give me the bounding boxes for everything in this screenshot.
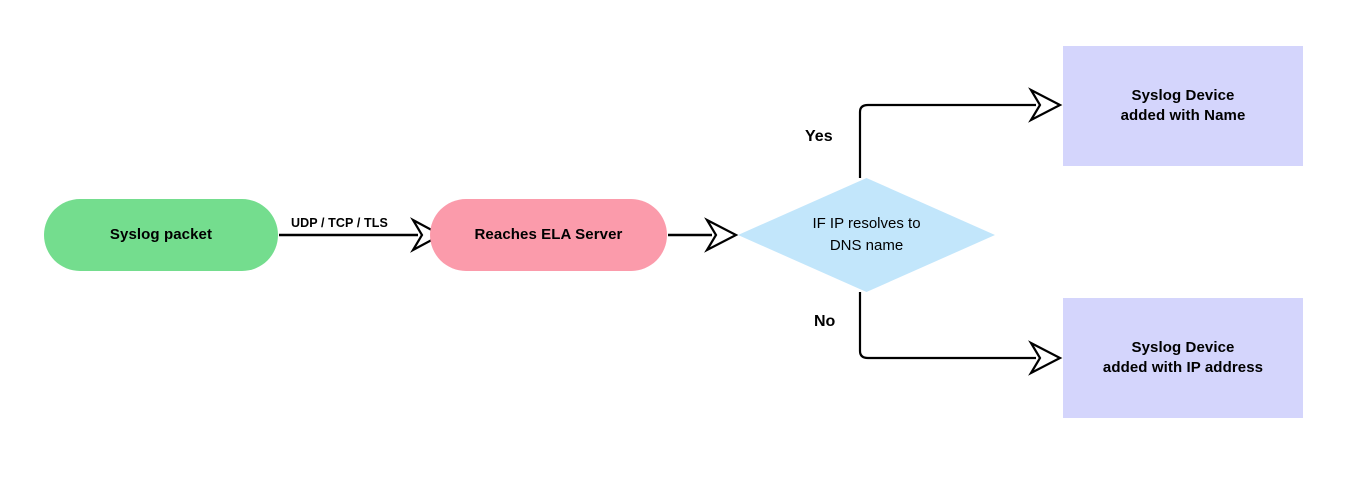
node-ip-resolves-decision-label-line1: IF IP resolves to	[812, 214, 921, 232]
arrowhead-open-icon	[1028, 87, 1063, 123]
edge-decision-no	[858, 292, 1063, 376]
edge-decision-yes	[858, 87, 1063, 178]
edge-decision-no-line	[858, 292, 1036, 360]
node-device-added-with-name-label-line2: added with Name	[1120, 107, 1246, 124]
node-reaches-ela-server-label: Reaches ELA Server	[474, 225, 623, 243]
edge-label-transport-protocols: UDP / TCP / TLS	[291, 216, 388, 230]
arrowhead-open-icon	[1028, 340, 1063, 376]
node-device-added-with-name-label-line1: Syslog Device	[1131, 86, 1235, 104]
edge-server-to-decision	[668, 217, 739, 253]
edge-decision-yes-line	[858, 103, 1036, 178]
branch-label-no: No	[814, 313, 836, 330]
node-ip-resolves-decision-label-line2: DNS name	[829, 237, 904, 254]
node-reaches-ela-server[interactable]: Reaches ELA Server	[430, 199, 667, 271]
node-ip-resolves-decision[interactable]: IF IP resolves to DNS name	[738, 178, 995, 292]
node-syslog-packet-label: Syslog packet	[109, 225, 213, 243]
node-ip-resolves-decision-label: IF IP resolves to DNS name	[738, 178, 995, 292]
node-syslog-packet[interactable]: Syslog packet	[44, 199, 278, 271]
node-device-added-with-ip[interactable]: Syslog Device added with IP address	[1063, 298, 1303, 418]
branch-label-yes: Yes	[805, 128, 833, 145]
node-device-added-with-ip-label-line1: Syslog Device	[1131, 338, 1235, 356]
diamond-shape-icon	[738, 178, 995, 292]
node-device-added-with-name[interactable]: Syslog Device added with Name	[1063, 46, 1303, 166]
arrowhead-open-icon	[704, 217, 739, 253]
node-device-added-with-ip-label-line2: added with IP address	[1102, 359, 1264, 376]
